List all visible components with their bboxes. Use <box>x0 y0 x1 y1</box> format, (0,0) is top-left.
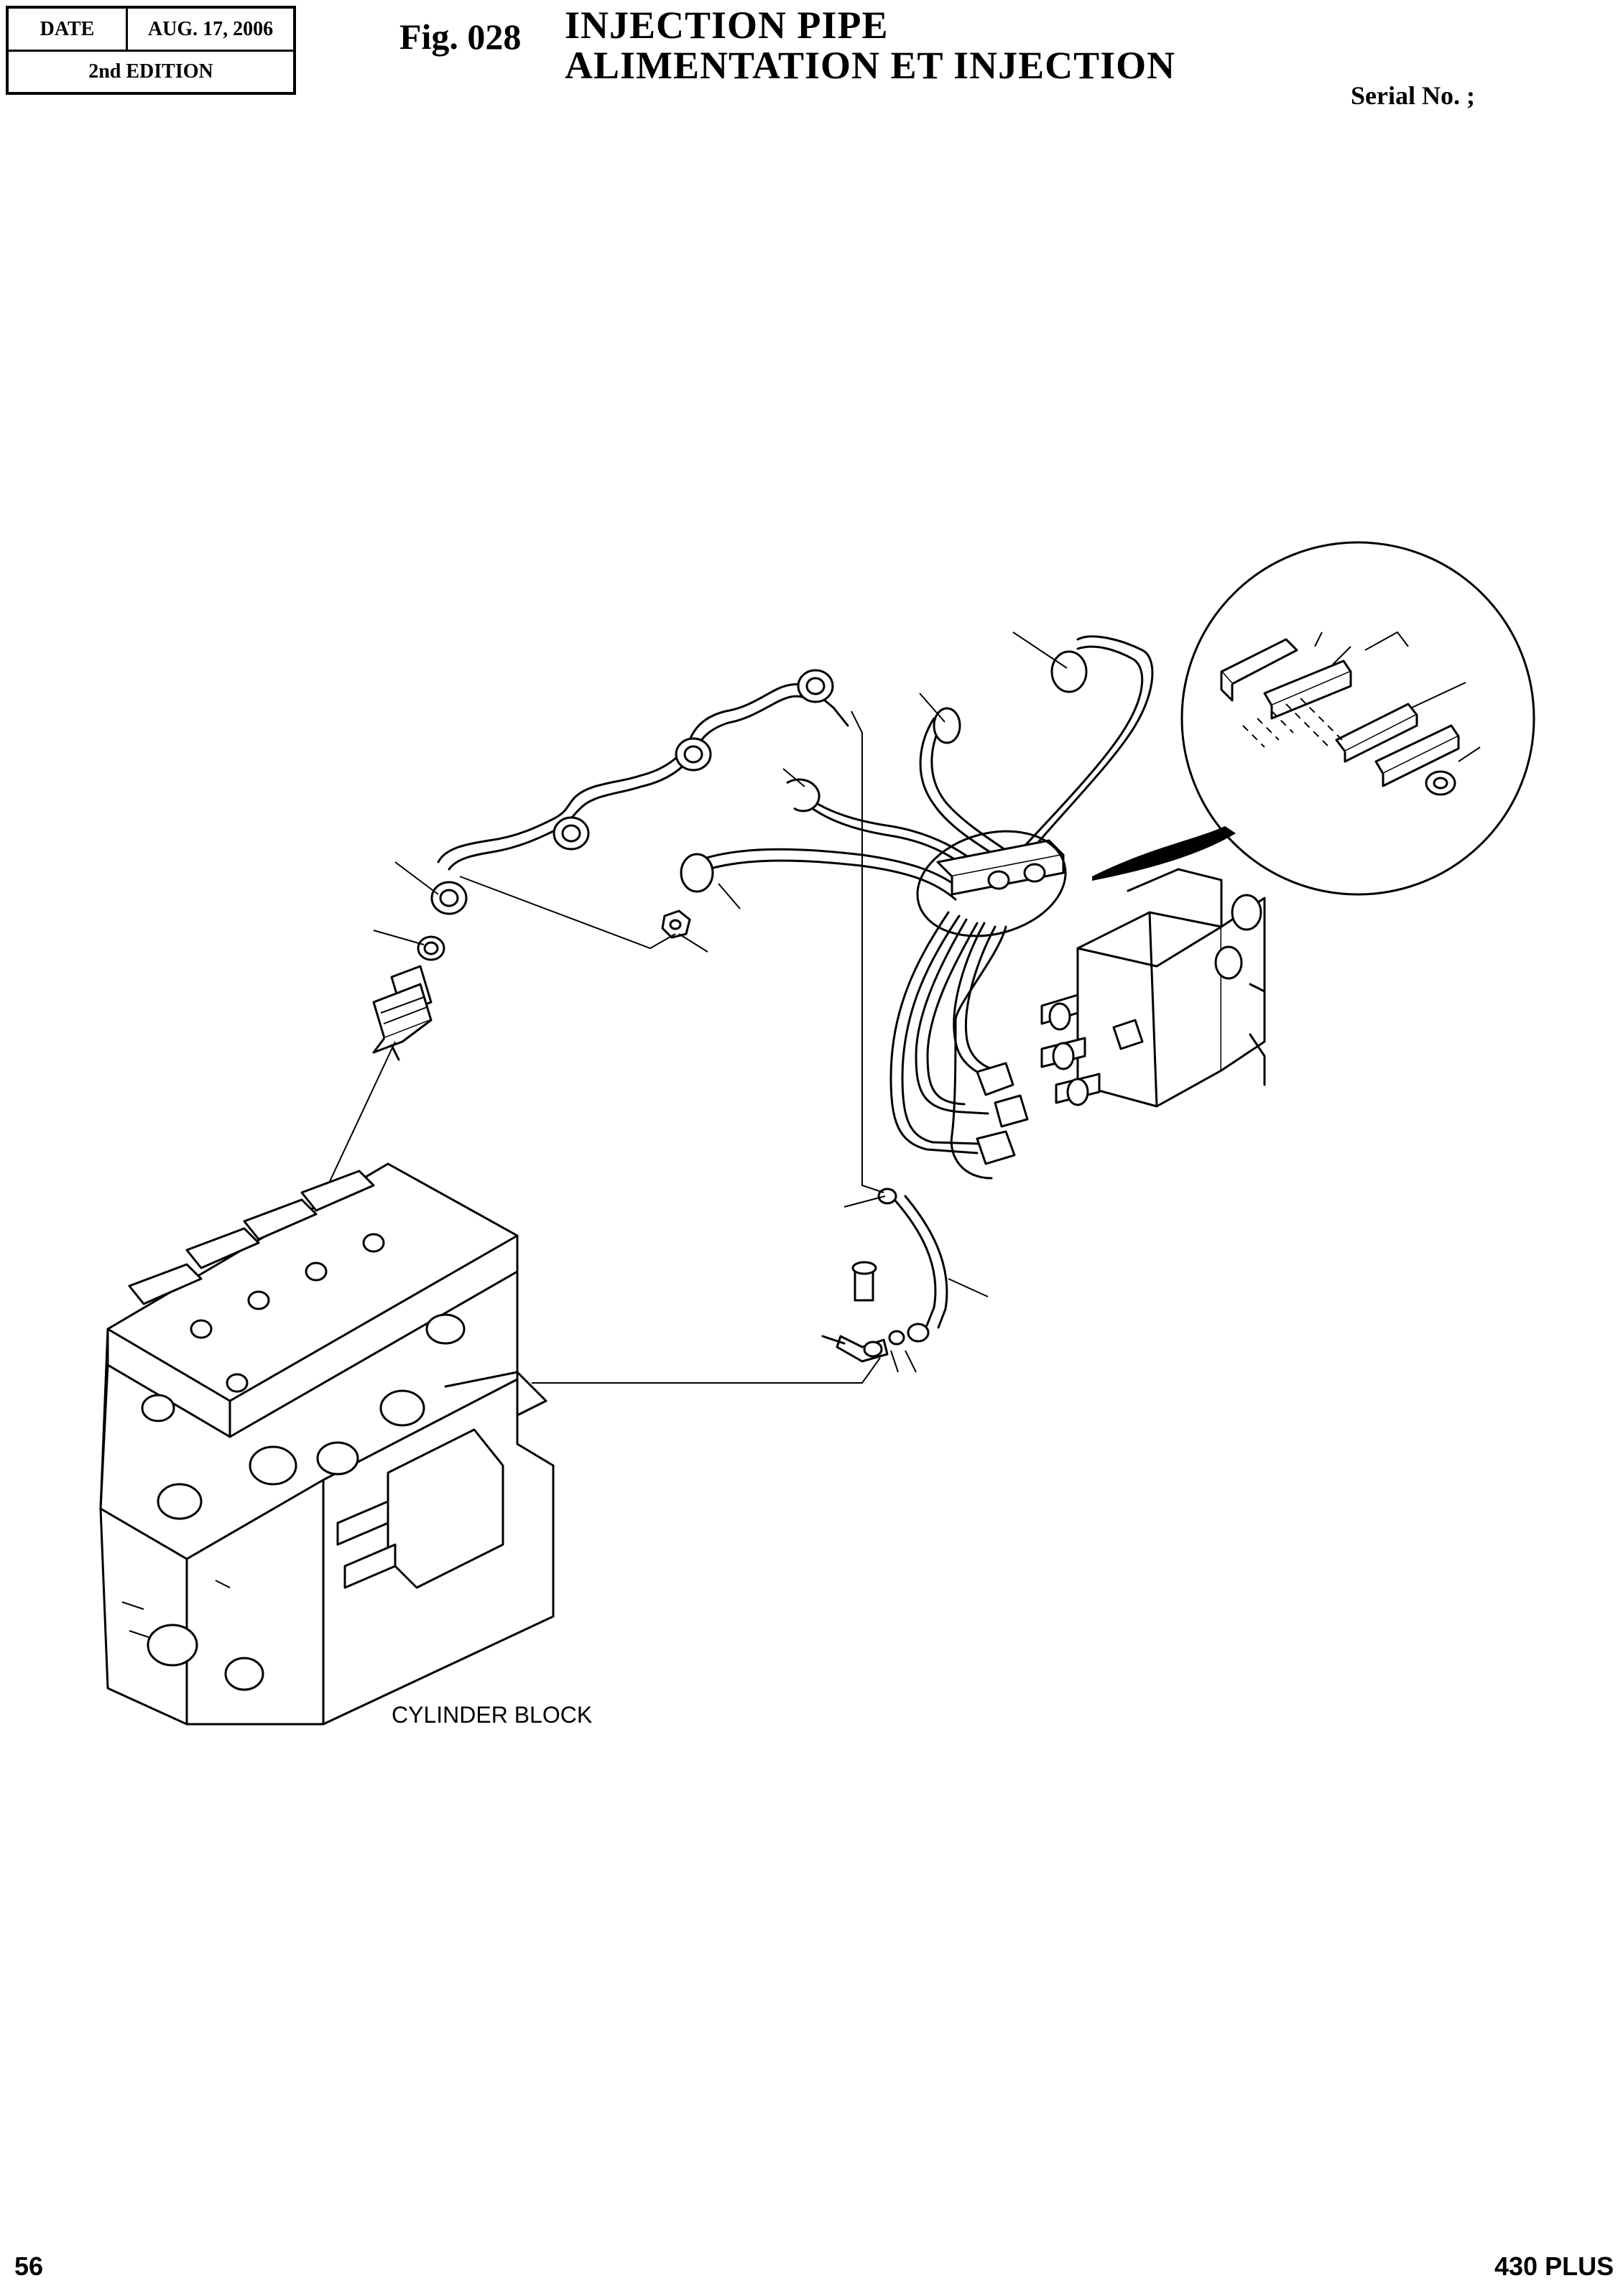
cylinder-block-label: CYLINDER BLOCK <box>392 1702 592 1728</box>
page-title: INJECTION PIPE <box>565 4 889 47</box>
page-subtitle: ALIMENTATION ET INJECTION <box>565 44 1176 87</box>
cylinder-block <box>99 1162 555 1726</box>
injector-nozzle <box>372 965 433 1061</box>
model-name: 430 PLUS <box>1494 2251 1614 2281</box>
leak-off-pipe <box>417 669 849 961</box>
banjo-fitting <box>821 1188 948 1363</box>
serial-number: Serial No. ; <box>1351 81 1475 110</box>
figure-number: Fig. 028 <box>399 17 522 57</box>
injection-pipes <box>680 635 1154 1180</box>
pipe-nut <box>661 909 691 939</box>
date-label: DATE <box>9 9 128 52</box>
header-info-box: DATE AUG. 17, 2006 2nd EDITION <box>6 6 296 95</box>
injection-pump <box>1040 868 1266 1108</box>
detail-callout <box>1092 541 1535 896</box>
page-number: 56 <box>14 2251 44 2281</box>
edition-label: 2nd EDITION <box>88 60 213 83</box>
date-value: AUG. 17, 2006 <box>128 9 293 52</box>
